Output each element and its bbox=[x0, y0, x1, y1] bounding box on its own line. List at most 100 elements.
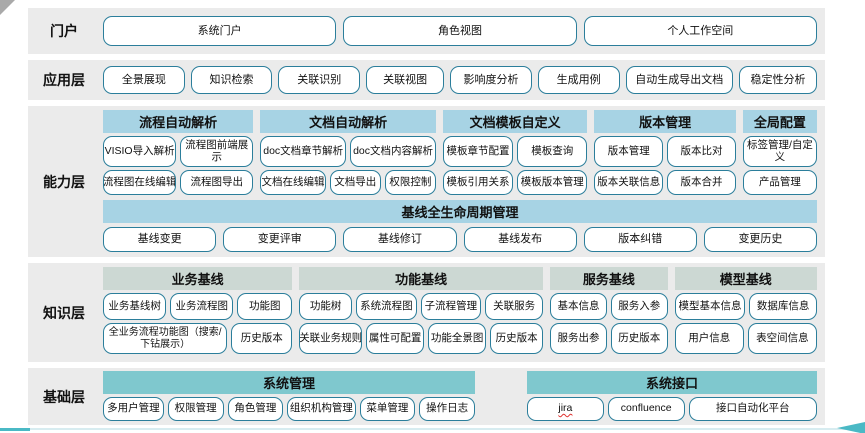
portal-buttons-row: 系统门户 角色视图 个人工作空间 bbox=[100, 8, 825, 54]
base-layer-band: 基础层 系统管理 多用户管理 权限管理 角色管理 组织机构管理 菜单管理 操作日… bbox=[28, 368, 825, 425]
btn-menu-mgmt: 菜单管理 bbox=[359, 397, 416, 421]
btn-confluence: confluence bbox=[607, 397, 685, 421]
capability-groups: 流程自动解析 VISIO导入解析 流程图前端展示 流程图在线编辑 流程图导出 文… bbox=[103, 110, 817, 195]
btn-business-flowchart: 业务流程图 bbox=[170, 293, 234, 320]
capability-content: 流程自动解析 VISIO导入解析 流程图前端展示 流程图在线编辑 流程图导出 文… bbox=[100, 106, 825, 257]
btn-stability-analysis: 稳定性分析 bbox=[739, 66, 818, 94]
btn-permission-mgmt: 权限管理 bbox=[167, 397, 224, 421]
group-system-interface: 系统接口 jira confluence 接口自动化平台 bbox=[527, 371, 817, 422]
btn-service-output: 服务出参 bbox=[550, 323, 607, 354]
group-business-baseline: 业务基线 业务基线树 业务流程图 功能图 全业务流程功能图（搜索/下钻展示） 历… bbox=[103, 267, 293, 358]
btn-function-diagram: 功能图 bbox=[237, 293, 293, 320]
btn-personal-workspace: 个人工作空间 bbox=[583, 16, 817, 46]
btn-basic-info: 基本信息 bbox=[550, 293, 607, 320]
layer-bands: 门户 系统门户 角色视图 个人工作空间 应用层 全景展现 知识检索 关联识别 关… bbox=[28, 8, 825, 425]
btn-version-relation-info: 版本关联信息 bbox=[594, 170, 664, 195]
bottom-accent-left-segment bbox=[0, 428, 30, 431]
jira-label: jira bbox=[558, 402, 573, 415]
btn-template-version-mgmt: 模板版本管理 bbox=[517, 170, 588, 195]
btn-auto-generate-export-doc: 自动生成导出文档 bbox=[625, 66, 734, 94]
btn-related-service: 关联服务 bbox=[485, 293, 544, 320]
btn-template-query: 模板查询 bbox=[517, 136, 588, 167]
btn-flowchart-online-edit: 流程图在线编辑 bbox=[103, 170, 177, 195]
knowledge-layer-band: 知识层 业务基线 业务基线树 业务流程图 功能图 全业务流程功能图（搜索/下钻展… bbox=[28, 263, 825, 362]
btn-change-review: 变更评审 bbox=[223, 227, 337, 252]
base-layer-label: 基础层 bbox=[43, 388, 85, 405]
btn-database-info: 数据库信息 bbox=[749, 293, 817, 320]
hdr-business-baseline: 业务基线 bbox=[103, 267, 293, 290]
knowledge-content: 业务基线 业务基线树 业务流程图 功能图 全业务流程功能图（搜索/下钻展示） 历… bbox=[100, 263, 825, 362]
btn-relation-view: 关联视图 bbox=[366, 66, 445, 94]
bottom-accent-line bbox=[0, 428, 855, 430]
btn-tag-mgmt-custom: 标签管理/自定义 bbox=[742, 136, 817, 167]
btn-generate-usecase: 生成用例 bbox=[537, 66, 620, 94]
btn-relation-identify: 关联识别 bbox=[278, 66, 361, 94]
group-process-auto-parse: 流程自动解析 VISIO导入解析 流程图前端展示 流程图在线编辑 流程图导出 bbox=[103, 110, 254, 195]
group-doc-auto-parse: 文档自动解析 doc文档章节解析 doc文档内容解析 文档在线编辑 文档导出 权… bbox=[260, 110, 436, 195]
group-function-baseline: 功能基线 功能树 系统流程图 子流程管理 关联服务 关联业务规则 属性可配置 功… bbox=[299, 267, 544, 358]
btn-multi-user-mgmt: 多用户管理 bbox=[103, 397, 164, 421]
btn-product-mgmt: 产品管理 bbox=[742, 170, 817, 195]
btn-jira: jira bbox=[527, 397, 604, 421]
btn-doc-content-parse: doc文档内容解析 bbox=[350, 136, 436, 167]
btn-service-input: 服务入参 bbox=[610, 293, 668, 320]
group-model-baseline: 模型基线 模型基本信息 数据库信息 用户信息 表空间信息 bbox=[674, 267, 818, 358]
btn-related-business-rule: 关联业务规则 bbox=[299, 323, 363, 354]
capability-layer-label: 能力层 bbox=[43, 173, 85, 190]
btn-baseline-revise: 基线修订 bbox=[343, 227, 457, 252]
hdr-baseline-lifecycle: 基线全生命周期管理 bbox=[103, 200, 817, 223]
hdr-service-baseline: 服务基线 bbox=[550, 267, 668, 290]
hdr-version-mgmt: 版本管理 bbox=[594, 110, 736, 133]
btn-full-business-process-map: 全业务流程功能图（搜索/下钻展示） bbox=[103, 323, 228, 354]
btn-interface-automation-platform: 接口自动化平台 bbox=[688, 397, 817, 421]
btn-doc-chapter-parse: doc文档章节解析 bbox=[260, 136, 347, 167]
hdr-global-config: 全局配置 bbox=[742, 110, 817, 133]
btn-impact-analysis: 影响度分析 bbox=[450, 66, 532, 94]
btn-operation-log: 操作日志 bbox=[419, 397, 475, 421]
hdr-process-auto-parse: 流程自动解析 bbox=[103, 110, 254, 133]
capability-layer-band: 能力层 流程自动解析 VISIO导入解析 流程图前端展示 流程图在线编辑 流程图… bbox=[28, 106, 825, 257]
hdr-doc-auto-parse: 文档自动解析 bbox=[260, 110, 436, 133]
btn-function-panorama: 功能全景图 bbox=[428, 323, 487, 354]
btn-history-version-service: 历史版本 bbox=[610, 323, 668, 354]
btn-model-basic-info: 模型基本信息 bbox=[674, 293, 746, 320]
btn-system-flowchart: 系统流程图 bbox=[356, 293, 417, 320]
btn-version-compare: 版本比对 bbox=[667, 136, 736, 167]
btn-user-info: 用户信息 bbox=[674, 323, 744, 354]
hdr-system-mgmt: 系统管理 bbox=[103, 371, 475, 394]
btn-knowledge-search: 知识检索 bbox=[190, 66, 273, 94]
btn-role-view: 角色视图 bbox=[343, 16, 577, 46]
knowledge-layer-label: 知识层 bbox=[43, 304, 85, 321]
btn-attr-configurable: 属性可配置 bbox=[366, 323, 425, 354]
hdr-system-interface: 系统接口 bbox=[527, 371, 817, 394]
btn-doc-export: 文档导出 bbox=[329, 170, 381, 195]
btn-flowchart-export: 流程图导出 bbox=[180, 170, 254, 195]
arrow-left-icon bbox=[837, 422, 865, 433]
hdr-model-baseline: 模型基线 bbox=[674, 267, 817, 290]
group-global-config: 全局配置 标签管理/自定义 产品管理 bbox=[742, 110, 817, 195]
group-system-mgmt: 系统管理 多用户管理 权限管理 角色管理 组织机构管理 菜单管理 操作日志 bbox=[103, 371, 475, 422]
btn-history-version-business: 历史版本 bbox=[231, 323, 293, 354]
corner-decoration bbox=[0, 0, 15, 15]
group-version-mgmt: 版本管理 版本管理 版本比对 版本关联信息 版本合并 bbox=[594, 110, 736, 195]
btn-flowchart-front-display: 流程图前端展示 bbox=[180, 136, 254, 167]
btn-permission-control: 权限控制 bbox=[384, 170, 436, 195]
btn-function-tree: 功能树 bbox=[299, 293, 353, 320]
btn-doc-online-edit: 文档在线编辑 bbox=[260, 170, 326, 195]
btn-subprocess-mgmt: 子流程管理 bbox=[420, 293, 482, 320]
application-layer-label: 应用层 bbox=[43, 72, 85, 88]
btn-version-correction: 版本纠错 bbox=[583, 227, 697, 252]
btn-visio-import-parse: VISIO导入解析 bbox=[103, 136, 177, 167]
baseline-buttons-row: 基线变更 变更评审 基线修订 基线发布 版本纠错 变更历史 bbox=[103, 227, 818, 252]
btn-baseline-change: 基线变更 bbox=[103, 227, 217, 252]
application-buttons-row: 全景展现 知识检索 关联识别 关联视图 影响度分析 生成用例 自动生成导出文档 … bbox=[100, 60, 825, 100]
btn-template-reference: 模板引用关系 bbox=[442, 170, 514, 195]
portal-layer-band: 门户 系统门户 角色视图 个人工作空间 bbox=[28, 8, 825, 54]
group-service-baseline: 服务基线 基本信息 服务入参 服务出参 历史版本 bbox=[550, 267, 668, 358]
btn-history-version-function: 历史版本 bbox=[490, 323, 544, 354]
btn-business-baseline-tree: 业务基线树 bbox=[103, 293, 167, 320]
hdr-doc-template-custom: 文档模板自定义 bbox=[442, 110, 588, 133]
hdr-function-baseline: 功能基线 bbox=[299, 267, 544, 290]
portal-layer-label: 门户 bbox=[50, 23, 78, 39]
